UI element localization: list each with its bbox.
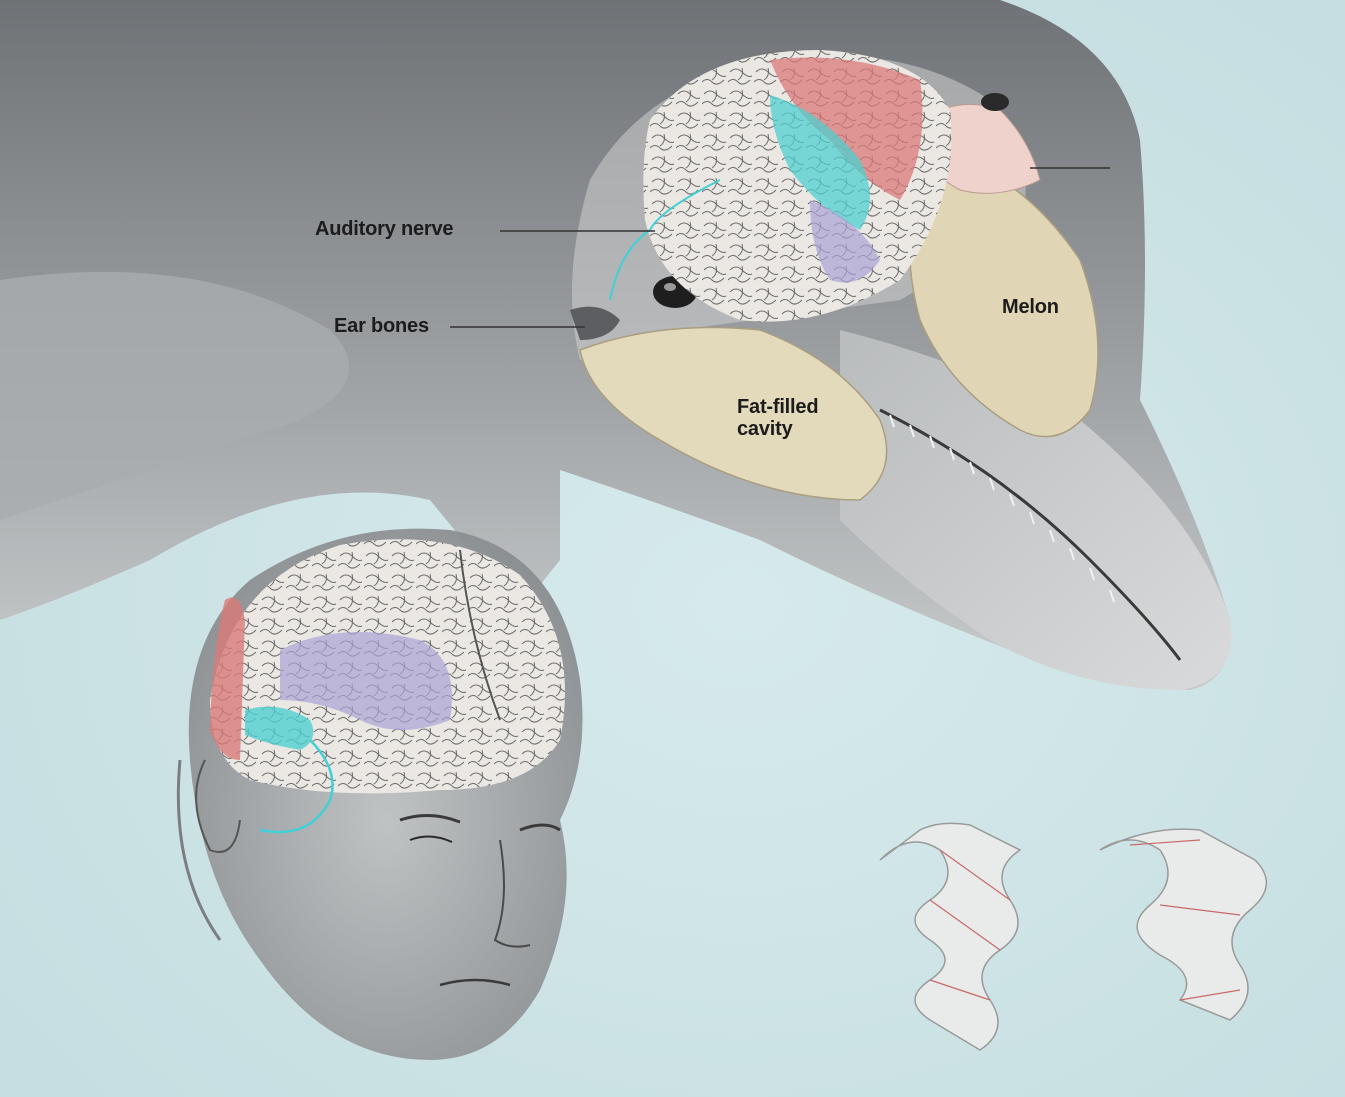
label-fat-filled-line1: Fat-filled	[737, 396, 857, 418]
eye-highlight	[664, 283, 676, 291]
blowhole	[981, 93, 1009, 111]
label-melon: Melon	[1002, 296, 1059, 318]
label-ear-bones: Ear bones	[334, 315, 429, 337]
label-fat-filled-cavity: Fat-filled cavity	[737, 396, 857, 440]
label-fat-filled-line2: cavity	[737, 418, 857, 440]
label-auditory-nerve: Auditory nerve	[315, 218, 453, 240]
